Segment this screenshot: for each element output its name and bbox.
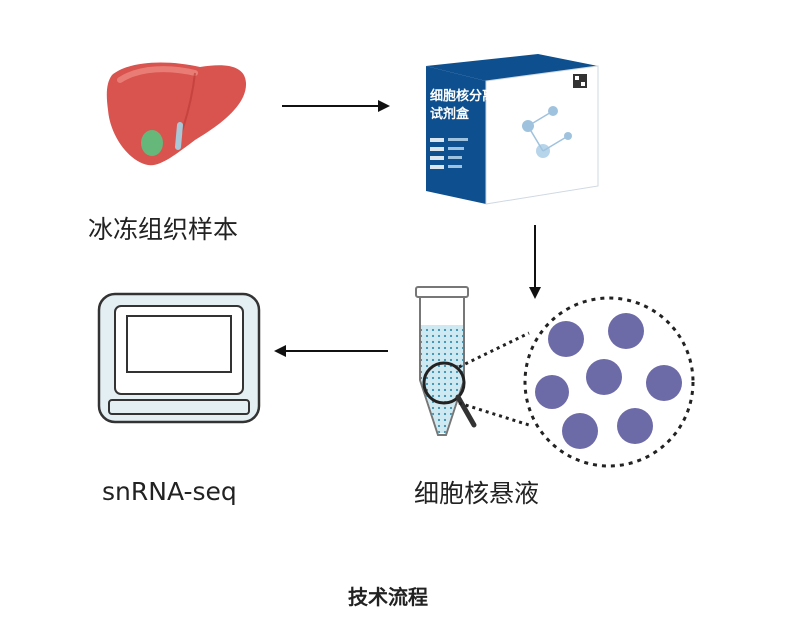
- arrow-left-icon: [274, 345, 388, 357]
- nuclei-isolation-kit: 细胞核分离 试剂盒: [418, 26, 608, 206]
- nucleus-icon: [608, 313, 644, 349]
- magnifier-icon: [422, 361, 466, 405]
- nucleus-icon: [548, 321, 584, 357]
- nucleus-icon: [617, 408, 653, 444]
- nucleus-icon: [586, 359, 622, 395]
- snrna-seq-label: snRNA-seq: [102, 477, 237, 506]
- diagram-caption: 技术流程: [348, 585, 428, 609]
- liver-icon: [106, 62, 247, 166]
- tube-icon: [415, 286, 477, 436]
- nucleus-icon: [646, 365, 682, 401]
- kit-title-line1: 细胞核分离: [430, 89, 496, 104]
- arrow-down-icon: [529, 225, 541, 299]
- nucleus-icon: [562, 413, 598, 449]
- nuclei-suspension-label: 细胞核悬液: [414, 479, 540, 508]
- arrow-right-icon: [282, 100, 390, 112]
- nucleus-icon: [535, 375, 569, 409]
- zoom-lines: [458, 331, 530, 427]
- kit-title-line2: 试剂盒: [430, 107, 470, 122]
- frozen-tissue-label: 冰冻组织样本: [88, 215, 239, 244]
- sequencer-icon: [97, 292, 261, 424]
- nuclei-zoom-circle: [523, 296, 695, 468]
- gallbladder-icon: [141, 130, 163, 156]
